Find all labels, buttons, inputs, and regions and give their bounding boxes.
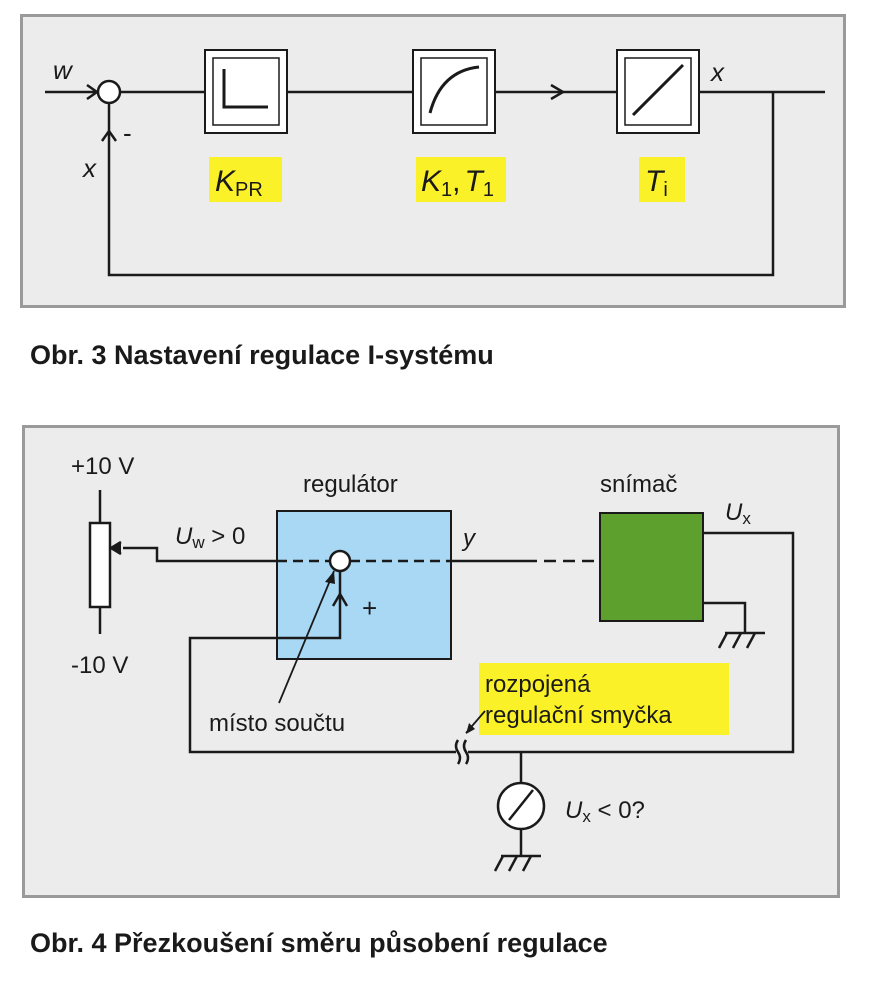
meter-needle-icon	[508, 789, 534, 821]
uw-label: Uw > 0	[175, 523, 245, 552]
open-loop-pointer-arrow-icon	[466, 723, 475, 734]
figure-3-block-diagram: w x - x KPR K1,T1 Ti	[45, 49, 825, 277]
output-label-x: x	[709, 57, 725, 87]
meter-reading-label: Ux < 0?	[565, 797, 645, 826]
open-loop-label-line1: rozpojená	[485, 671, 591, 698]
plus-voltage-label: +10 V	[71, 453, 134, 480]
loop-break-mark-right	[462, 739, 470, 765]
summing-point-icon	[328, 549, 352, 573]
block-proportional	[204, 49, 288, 134]
feedback-loop-line	[188, 571, 456, 754]
open-loop-highlight	[479, 663, 729, 735]
block-integrator	[616, 49, 700, 134]
potentiometer-icon	[88, 521, 112, 609]
feedback-arrow-head	[100, 128, 118, 142]
sensor-label: snímač	[600, 471, 677, 498]
ti-highlight	[639, 157, 685, 202]
regulator-box	[276, 510, 452, 660]
minus-voltage-label: -10 V	[71, 652, 128, 679]
summing-point-label: místo součtu	[209, 710, 345, 737]
summing-junction-icon	[96, 79, 122, 105]
open-loop-label-line2: regulační smyčka	[485, 702, 672, 729]
kpr-label: KPR	[215, 165, 263, 201]
summing-pointer-arrow-icon	[325, 571, 335, 584]
sensor-ground-wire	[703, 601, 747, 633]
wiper-line	[123, 546, 277, 563]
feedback-arrow-head	[331, 591, 349, 607]
figure-3-caption: Obr. 3 Nastavení regulace I-systému	[30, 340, 494, 370]
k1t1-highlight	[416, 157, 506, 202]
figure-4-panel: +10 V -10 V Uw > 0 regulátor y + snímač …	[22, 425, 840, 898]
summing-point-pointer	[278, 570, 335, 704]
kpr-highlight	[209, 157, 282, 202]
plus-sign: +	[362, 593, 377, 623]
loop-break-mark-left	[454, 739, 462, 765]
regulator-label: regulátor	[303, 471, 398, 498]
minus-sign: -	[123, 118, 132, 148]
sensor-box	[599, 512, 704, 622]
ramp-response-icon	[631, 63, 685, 117]
input-label-w: w	[53, 55, 74, 85]
figure-4-circuit-diagram: +10 V -10 V Uw > 0 regulátor y + snímač …	[71, 453, 795, 872]
exponential-response-icon	[428, 65, 480, 114]
y-label: y	[461, 525, 477, 552]
figure-4-caption: Obr. 4 Přezkoušení směru působení regula…	[30, 928, 608, 958]
feedback-loop-line	[107, 92, 775, 277]
figure-3-panel: w x - x KPR K1,T1 Ti	[20, 14, 846, 308]
step-response-icon	[222, 69, 268, 109]
ux-label: Ux	[725, 499, 751, 528]
sensor-output-loop	[468, 531, 795, 754]
wiper-arrow-icon	[108, 540, 122, 556]
feedback-label-x: x	[81, 153, 97, 183]
signal-arrow-head	[550, 83, 566, 101]
block-first-order	[412, 49, 496, 134]
ti-label: Ti	[645, 165, 668, 201]
k1t1-label: K1,T1	[421, 165, 494, 201]
